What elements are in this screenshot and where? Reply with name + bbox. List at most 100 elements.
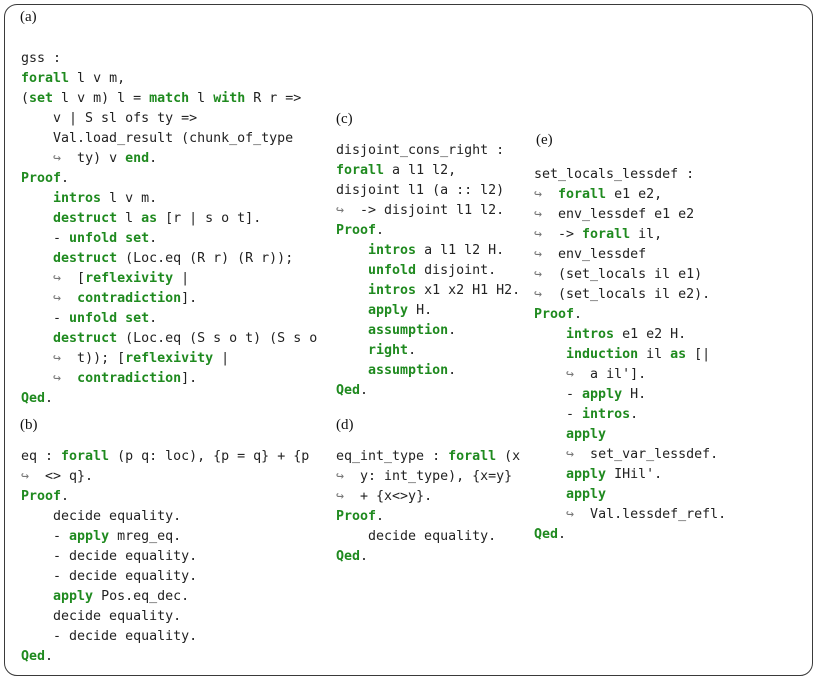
code-token: il	[638, 347, 671, 362]
code-token: -	[534, 387, 583, 402]
code-token	[534, 427, 566, 442]
code-line: Val.load_result (chunk_of_type	[21, 129, 317, 149]
keyword-token: assumption	[368, 323, 449, 338]
code-token: l v m) l =	[53, 91, 150, 106]
code-line: intros a l1 l2 H.	[336, 241, 520, 261]
keyword-token: intros	[368, 243, 417, 258]
code-line: assumption.	[336, 361, 520, 381]
code-line: assumption.	[336, 321, 520, 341]
line-wrap-arrow-icon: ↪	[534, 227, 543, 242]
keyword-token: apply	[566, 487, 607, 502]
code-token	[21, 331, 53, 346]
code-token	[21, 371, 53, 386]
keyword-token: induction	[566, 347, 639, 362]
keyword-token: forall	[21, 71, 70, 86]
keyword-token: apply	[368, 303, 409, 318]
code-line: - unfold set.	[21, 229, 317, 249]
code-line: destruct l as [r | s o t].	[21, 209, 317, 229]
code-line: ↪ env_lessdef e1 e2	[534, 205, 726, 225]
keyword-token: Qed	[336, 549, 361, 564]
code-line: Proof.	[336, 221, 520, 241]
panel-label-e: (e)	[536, 132, 553, 148]
keyword-token: reflexivity	[125, 351, 214, 366]
code-line: Proof.	[21, 169, 317, 189]
code-line: apply	[534, 485, 726, 505]
code-token: disjoint l1 (a :: l2)	[336, 183, 505, 198]
code-line: apply	[534, 425, 726, 445]
code-token: - decide equality.	[21, 569, 198, 584]
code-token	[21, 589, 53, 604]
code-token: eq :	[21, 449, 62, 464]
code-token: (Loc.eq (R r) (R r));	[117, 251, 294, 266]
keyword-token: Proof	[336, 223, 377, 238]
line-wrap-arrow-icon: ↪	[53, 271, 62, 286]
panel-label-b: (b)	[20, 417, 38, 433]
keyword-token: end	[125, 151, 150, 166]
code-line: - decide equality.	[21, 547, 309, 567]
code-token: ->	[542, 227, 583, 242]
code-line: ↪ + {x<>y}.	[336, 487, 520, 507]
code-token: disjoint_cons_right :	[336, 143, 505, 158]
code-line	[21, 29, 317, 49]
code-token: e1 e2,	[606, 187, 663, 202]
code-line: apply H.	[336, 301, 520, 321]
keyword-token: contradiction	[77, 291, 182, 306]
code-token: - decide equality.	[21, 629, 198, 644]
code-line	[21, 9, 317, 29]
line-wrap-arrow-icon: ↪	[336, 203, 345, 218]
code-block-b: eq : forall (p q: loc), {p = q} + {p↪ <>…	[21, 427, 309, 667]
keyword-token: match	[149, 91, 190, 106]
code-token: gss :	[21, 51, 62, 66]
code-token: l	[117, 211, 142, 226]
code-line: apply Pos.eq_dec.	[21, 587, 309, 607]
code-line: - apply mreg_eq.	[21, 527, 309, 547]
keyword-token: apply	[582, 387, 623, 402]
code-token: Pos.eq_dec.	[93, 589, 190, 604]
keyword-token: apply	[53, 589, 94, 604]
code-token	[117, 311, 125, 326]
keyword-token: with	[213, 91, 246, 106]
code-token	[336, 363, 368, 378]
code-token	[336, 263, 368, 278]
code-line: eq : forall (p q: loc), {p = q} + {p	[21, 447, 309, 467]
code-token: l	[189, 91, 214, 106]
keyword-token: Qed	[534, 527, 559, 542]
code-line: - intros.	[534, 405, 726, 425]
code-block-c: disjoint_cons_right :forall a l1 l2,disj…	[336, 121, 520, 401]
keyword-token: apply	[69, 529, 110, 544]
keyword-token: destruct	[53, 251, 118, 266]
line-wrap-arrow-icon: ↪	[53, 291, 62, 306]
code-token	[21, 191, 53, 206]
panel-label-d: (d)	[336, 417, 354, 433]
code-token	[117, 231, 125, 246]
line-wrap-arrow-icon: ↪	[534, 187, 543, 202]
code-line: Proof.	[534, 305, 726, 325]
code-token: Val.lessdef_refl.	[574, 507, 727, 522]
code-line: ↪ -> disjoint l1 l2.	[336, 201, 520, 221]
code-token: env_lessdef	[542, 247, 647, 262]
code-line: Qed.	[21, 647, 309, 667]
keyword-token: set	[29, 91, 54, 106]
code-token: .	[149, 311, 158, 326]
code-token: (x	[496, 449, 521, 464]
code-line: ↪ set_var_lessdef.	[534, 445, 726, 465]
code-token: - decide equality.	[21, 549, 198, 564]
code-token: R r =>	[245, 91, 302, 106]
code-token: .	[149, 151, 158, 166]
code-token: .	[61, 489, 70, 504]
code-token: .	[45, 391, 54, 406]
code-line: gss :	[21, 49, 317, 69]
code-line: ↪ [reflexivity |	[21, 269, 317, 289]
keyword-token: destruct	[53, 331, 118, 346]
keyword-token: intros	[53, 191, 102, 206]
code-token: set_var_lessdef.	[574, 447, 719, 462]
keyword-token: Proof	[336, 509, 377, 524]
code-token: .	[408, 343, 417, 358]
code-token: decide equality.	[336, 529, 497, 544]
keyword-token: set	[125, 231, 150, 246]
code-token: .	[448, 363, 457, 378]
code-token: e1 e2 H.	[614, 327, 687, 342]
code-token	[534, 327, 566, 342]
code-line: decide equality.	[21, 607, 309, 627]
keyword-token: Qed	[21, 649, 46, 664]
